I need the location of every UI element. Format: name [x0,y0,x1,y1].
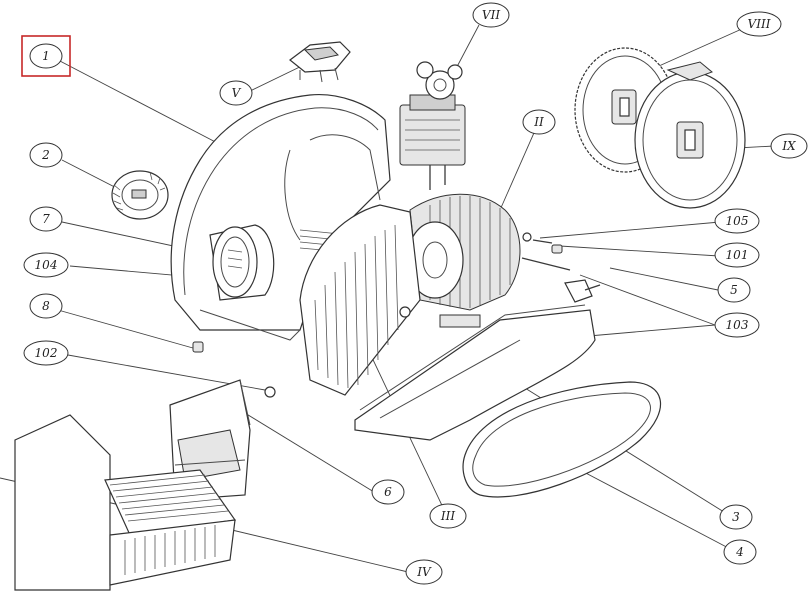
food-tray-iv [14,414,237,591]
callout-6: 6 [371,479,405,505]
smooth-blade-ix [634,61,746,209]
callout-4-text: 4 [735,545,744,559]
callout-101: 101 [714,242,760,268]
callout-ii: II [522,109,556,135]
callout-2: 2 [29,142,63,168]
callout-7-text: 7 [42,212,50,226]
callout-iii: III [429,503,467,529]
callout-v: V [219,80,253,106]
callout-viii-text: VIII [748,17,771,31]
callout-7: 7 [29,206,63,232]
callout-1: 1 [29,43,63,69]
callout-iv: IV [405,559,443,585]
callout-102-text: 102 [35,346,58,360]
callout-101-text: 101 [726,248,749,262]
callout-8-text: 8 [42,299,50,313]
callout-iii-text: III [440,509,455,523]
callout-v-text: V [232,86,242,100]
callout-viii: VIII [736,11,782,37]
callout-ix-text: IX [781,139,796,153]
highlight-box [21,35,71,77]
callout-2-text: 2 [41,148,50,162]
callout-vii-text: VII [482,8,500,22]
callout-1-text: 1 [42,49,50,63]
motor-part-vii [399,61,466,190]
callout-iv-text: IV [416,565,432,579]
support-bracket-6 [169,379,251,501]
callout-103: 103 [714,312,760,338]
callout-8: 8 [29,293,63,319]
gear-ring-part [111,170,169,220]
callout-ii-text: II [533,115,544,129]
ribbed-guard-ii [406,193,521,311]
callout-4: 4 [723,539,757,565]
callout-3-text: 3 [732,510,740,524]
carriage-plate-iii [299,204,421,396]
callout-104-text: 104 [35,258,58,272]
callout-105-text: 105 [726,214,749,228]
callout-5-text: 5 [730,283,738,297]
switch-part-v [289,41,351,83]
callout-102: 102 [23,340,69,366]
small-hardware-parts [264,232,601,398]
callout-104: 104 [23,252,69,278]
callout-103-text: 103 [726,318,749,332]
callout-5: 5 [717,277,751,303]
cylinder-part [209,224,275,301]
rubber-ring-4 [462,381,662,498]
base-part-3 [354,304,596,441]
callout-vii: VII [472,2,510,28]
callout-105: 105 [714,208,760,234]
callout-3: 3 [719,504,753,530]
callout-6-text: 6 [384,485,392,499]
callout-ix: IX [770,133,808,159]
